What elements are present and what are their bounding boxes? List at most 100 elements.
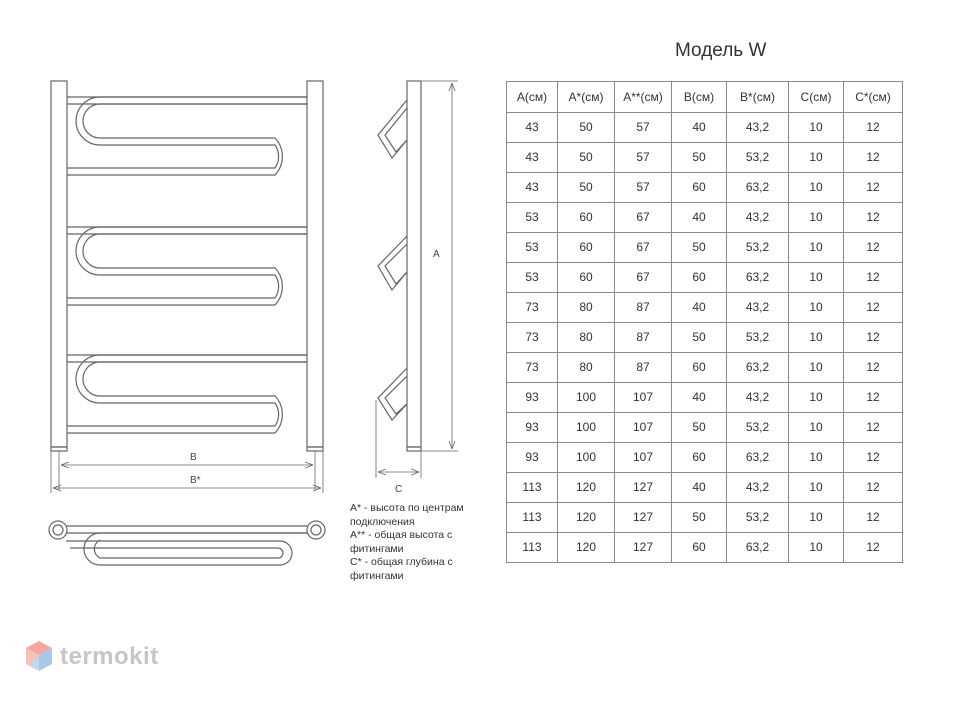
table-cell: 53,2 xyxy=(726,322,789,353)
table-cell: 67 xyxy=(614,262,672,293)
table-cell: 57 xyxy=(614,172,672,203)
table-cell: 63,2 xyxy=(726,262,789,293)
table-cell: 100 xyxy=(557,382,615,413)
table-cell: 10 xyxy=(788,352,844,383)
side-rail-3 xyxy=(377,367,408,421)
col-header-a-double-star: A**(см) xyxy=(614,81,672,113)
table-cell: 43,2 xyxy=(726,292,789,323)
table-cell: 10 xyxy=(788,112,844,143)
table-cell: 93 xyxy=(506,412,558,443)
table-cell: 60 xyxy=(671,172,727,203)
table-cell: 12 xyxy=(843,142,903,173)
table-cell: 12 xyxy=(843,202,903,233)
col-header-a-star: A*(см) xyxy=(557,81,615,113)
table-cell: 12 xyxy=(843,262,903,293)
table-cell: 12 xyxy=(843,382,903,413)
table-cell: 10 xyxy=(788,322,844,353)
table-cell: 12 xyxy=(843,232,903,263)
towel-rail-drawing: B B* A C xyxy=(48,80,458,566)
table-cell: 107 xyxy=(614,412,672,443)
table-cell: 12 xyxy=(843,172,903,203)
side-rail-2 xyxy=(377,235,408,292)
table-cell: 87 xyxy=(614,322,672,353)
table-cell: 57 xyxy=(614,112,672,143)
table-cell: 63,2 xyxy=(726,172,789,203)
table-cell: 12 xyxy=(843,532,903,563)
table-cell: 60 xyxy=(671,532,727,563)
table-cell: 60 xyxy=(671,352,727,383)
table-cell: 10 xyxy=(788,382,844,413)
cube-logo-icon xyxy=(26,641,52,671)
table-cell: 10 xyxy=(788,232,844,263)
dimension-b-star-label: B* xyxy=(190,475,201,486)
table-cell: 40 xyxy=(671,112,727,143)
model-title: Модель W xyxy=(675,40,767,61)
rail-group-1 xyxy=(67,96,307,176)
col-header-c: C(см) xyxy=(788,81,844,113)
note-c-star: C* - общая глубина с фитингами xyxy=(350,556,453,582)
col-header-c-star: C*(см) xyxy=(843,81,903,113)
table-cell: 53 xyxy=(506,262,558,293)
table-cell: 73 xyxy=(506,352,558,383)
table-cell: 12 xyxy=(843,442,903,473)
table-cell: 43 xyxy=(506,142,558,173)
termokit-logo: termokit xyxy=(24,640,159,674)
table-cell: 93 xyxy=(506,382,558,413)
table-cell: 43,2 xyxy=(726,112,789,143)
table-cell: 120 xyxy=(557,472,615,503)
table-cell: 10 xyxy=(788,262,844,293)
col-header-a: A(см) xyxy=(506,81,558,113)
table-cell: 60 xyxy=(557,202,615,233)
table-cell: 107 xyxy=(614,382,672,413)
table-cell: 50 xyxy=(557,142,615,173)
table-cell: 120 xyxy=(557,502,615,533)
table-cell: 53,2 xyxy=(726,412,789,443)
table-cell: 127 xyxy=(614,472,672,503)
table-cell: 57 xyxy=(614,142,672,173)
table-cell: 67 xyxy=(614,202,672,233)
table-cell: 10 xyxy=(788,502,844,533)
table-cell: 43,2 xyxy=(726,382,789,413)
table-cell: 113 xyxy=(506,472,558,503)
table-cell: 63,2 xyxy=(726,352,789,383)
table-cell: 53,2 xyxy=(726,232,789,263)
table-cell: 87 xyxy=(614,292,672,323)
table-cell: 50 xyxy=(557,172,615,203)
table-cell: 100 xyxy=(557,442,615,473)
table-cell: 113 xyxy=(506,532,558,563)
table-cell: 127 xyxy=(614,502,672,533)
table-cell: 40 xyxy=(671,202,727,233)
notes: A* - высота по центрам подключения A** -… xyxy=(350,502,490,583)
top-view xyxy=(48,520,326,566)
side-rail-1 xyxy=(377,99,408,160)
table-cell: 10 xyxy=(788,172,844,203)
table-cell: 10 xyxy=(788,412,844,443)
table-cell: 80 xyxy=(557,292,615,323)
table-cell: 87 xyxy=(614,352,672,383)
table-cell: 67 xyxy=(614,232,672,263)
top-view-rail xyxy=(66,532,308,566)
table-cell: 53,2 xyxy=(726,502,789,533)
side-view: A C xyxy=(375,80,458,495)
table-cell: 80 xyxy=(557,322,615,353)
table-cell: 10 xyxy=(788,202,844,233)
dimension-b-label: B xyxy=(190,452,197,463)
top-right-fitting xyxy=(306,520,326,540)
table-cell: 63,2 xyxy=(726,442,789,473)
front-view: B B* xyxy=(50,80,324,493)
table-cell: 43,2 xyxy=(726,472,789,503)
dimension-a-label: A xyxy=(433,249,440,260)
table-cell: 12 xyxy=(843,472,903,503)
table-cell: 12 xyxy=(843,502,903,533)
right-post xyxy=(306,80,324,448)
